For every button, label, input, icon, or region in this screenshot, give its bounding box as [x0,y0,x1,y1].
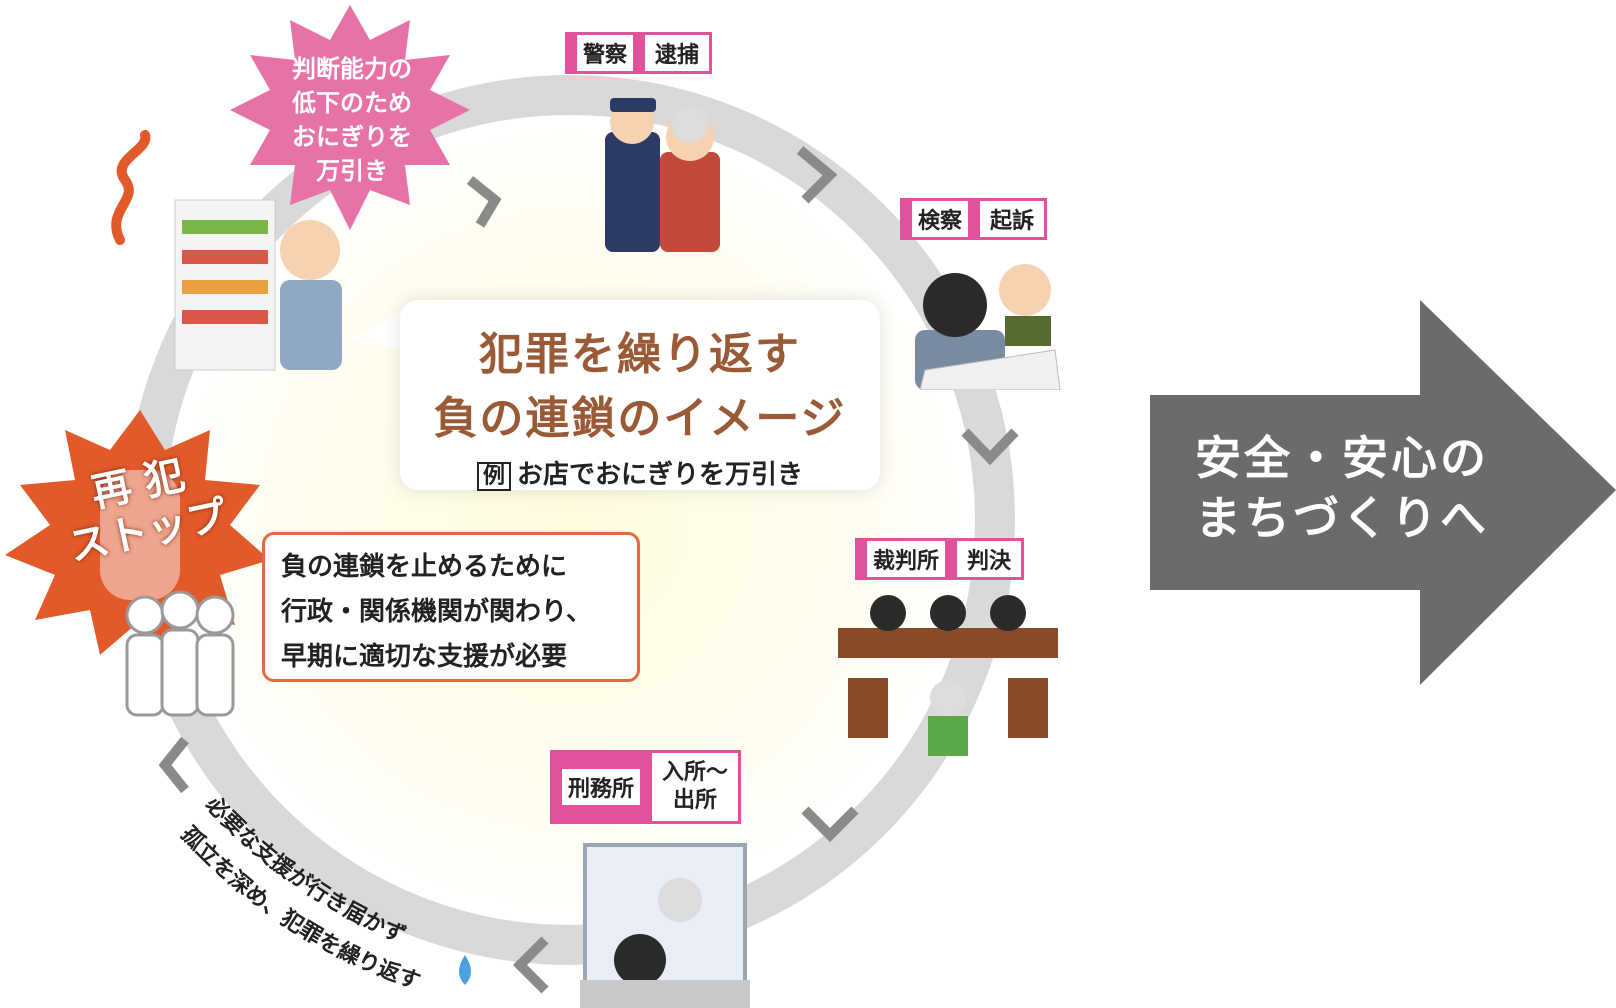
direction-arrow-text: 安全・安心の まちづくりへ [1195,431,1489,545]
example-mark: 例 [476,462,511,491]
courtroom-illustration [838,595,1058,756]
support-people-illustration [125,590,235,717]
svg-text:孤立を深め、犯罪を繰り返す: 孤立を深め、犯罪を繰り返す [176,821,424,994]
prosecutor-illustration [915,264,1061,390]
water-drop-icon [459,955,471,985]
center-title-line1: 犯罪を繰り返す [479,329,801,380]
direction-arrow [1150,300,1616,685]
speech-tail [350,310,405,350]
police-arrest-illustration [605,98,720,252]
shoplifting-illustration [174,199,342,371]
chevron-icon [801,806,859,843]
reason-burst-text: 判断能力の 低下のため おにぎりを 万引き [292,55,412,185]
chevron-icon [961,428,1019,466]
prison-visit-illustration [580,843,750,1008]
stage-tag-prison: 刑務所 入所〜 出所 [550,750,742,824]
stage-tag-arrest: 警察 逮捕 [565,32,713,74]
stop-badge [5,410,270,660]
chevron-icon [512,936,549,994]
squiggle-icon [111,130,151,245]
example-caption: 例お店でおにぎりを万引き [400,454,880,491]
arc-caption-line2: 孤立を深め、犯罪を繰り返す [176,821,424,994]
reason-burst [230,5,470,230]
stage-tag-trial: 裁判所 判決 [855,538,1025,580]
chevron-icon [796,146,838,204]
chevron-icon [158,736,189,794]
stage-tag-prosecution: 検察 起訴 [900,198,1048,240]
support-message-box: 負の連鎖を止めるために 行政・関係機関が関わり、 早期に適切な支援が必要 [262,532,640,682]
center-title-box: 犯罪を繰り返す 負の連鎖のイメージ 例お店でおにぎりを万引き [400,300,880,491]
center-title-line2: 負の連鎖のイメージ [433,393,847,444]
chevron-icon [466,176,502,228]
